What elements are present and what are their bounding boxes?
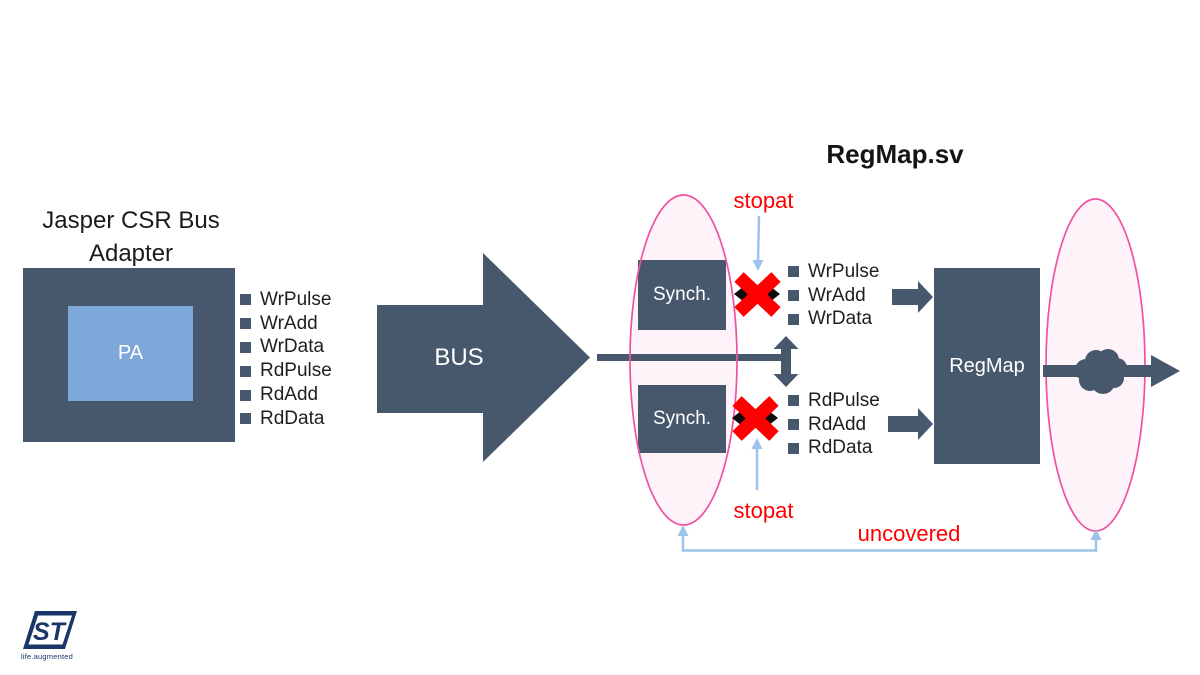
synchronizer-bottom-block: Synch.: [638, 385, 726, 453]
bullet-square-icon: [788, 442, 799, 454]
signal-label: WrAdd: [808, 284, 866, 306]
signal-label: WrPulse: [260, 288, 332, 310]
bullet-square-icon: [788, 290, 799, 302]
signal-label: WrData: [808, 308, 873, 330]
cloud-icon: [1075, 349, 1127, 394]
signal-row: WrAdd: [240, 312, 332, 336]
signal-row: RdAdd: [240, 383, 332, 407]
arrowhead-down-icon: [752, 260, 764, 271]
sync-region-ellipse-fill: [630, 195, 737, 525]
red-x-icon: [732, 396, 779, 441]
stopat-cut-marker-bottom: [732, 396, 779, 441]
bullet-square-icon: [788, 395, 799, 407]
signal-label: RdData: [808, 437, 873, 459]
st-logo: ST: [22, 610, 78, 655]
signal-row: RdData: [240, 407, 332, 431]
signal-row: RdPulse: [788, 389, 880, 413]
signal-label: RdData: [260, 407, 325, 429]
regmap-block: RegMap: [934, 268, 1040, 464]
stopat-annotation-bottom: stopat: [733, 498, 794, 523]
write-signals-arrow: [892, 281, 933, 313]
adapter-title-line2: Adapter: [88, 240, 174, 267]
pa-block-label: PA: [117, 342, 144, 364]
cut-connection-arrow-icon: [732, 407, 778, 429]
bullet-square-icon: [240, 294, 251, 306]
bullet-square-icon: [240, 318, 251, 330]
output-arrow-head: [1151, 355, 1180, 387]
signal-label: RdPulse: [260, 360, 332, 382]
output-arrow-shaft: [1043, 365, 1153, 377]
bullet-square-icon: [788, 419, 799, 431]
st-logo-icon: ST: [23, 611, 77, 649]
signal-label: RdAdd: [808, 413, 867, 435]
bullet-square-icon: [240, 389, 251, 401]
arrowhead-up-icon: [677, 525, 689, 536]
stopat-pointer-bottom: [751, 438, 763, 490]
signal-label: RdAdd: [260, 384, 319, 406]
uncovered-region-ellipse-outline: [1045, 198, 1146, 532]
st-logo-letters: ST: [33, 618, 68, 646]
page-title: RegMap.sv: [826, 139, 964, 169]
st-logo-tagline: life.augmented: [20, 652, 73, 661]
uncovered-region-ellipse-fill: [1046, 199, 1145, 531]
adapter-signal-list: WrPulse WrAdd WrData RdPulse RdAdd RdDat…: [240, 288, 332, 431]
stopat-annotation-top: stopat: [733, 188, 794, 213]
bus-line: [597, 354, 789, 361]
signal-label: WrData: [260, 336, 325, 358]
write-signal-list: WrPulse WrAdd WrData: [788, 260, 879, 331]
signal-row: RdPulse: [240, 359, 332, 383]
uncovered-annotation: uncovered: [857, 521, 961, 546]
red-x-icon: [734, 272, 781, 317]
stopat-pointer-top: [752, 215, 764, 271]
regmap-block-label: RegMap: [949, 354, 1025, 377]
regmap-output-arrow: [1043, 355, 1180, 387]
adapter-title: Jasper CSR Bus Adapter: [18, 204, 244, 270]
bullet-square-icon: [240, 413, 251, 425]
read-signal-list: RdPulse RdAdd RdData: [788, 389, 880, 460]
red-x-icon: [734, 272, 781, 317]
signal-row: RdData: [788, 437, 880, 461]
cut-connection-arrow-icon: [734, 283, 780, 305]
red-x-icon: [732, 396, 779, 441]
synchronizer-top-label: Synch.: [652, 284, 712, 305]
signal-row: RdAdd: [788, 413, 880, 437]
signal-label: WrPulse: [808, 260, 880, 282]
signal-row: WrData: [788, 308, 879, 332]
pa-block: PA: [68, 306, 193, 401]
bus-arrow-label: BUS: [434, 344, 484, 371]
arrowhead-up-icon: [751, 438, 763, 449]
signal-row: WrPulse: [240, 288, 332, 312]
signal-label: RdPulse: [808, 389, 880, 411]
read-signals-arrow: [888, 408, 933, 440]
arrowhead-up-icon: [1090, 529, 1102, 540]
signal-row: WrData: [240, 336, 332, 360]
adapter-title-line1: Jasper CSR Bus: [42, 207, 220, 234]
bus-branch-double-arrow: [773, 336, 799, 387]
bullet-square-icon: [788, 313, 799, 325]
signal-row: WrAdd: [788, 284, 879, 308]
synchronizer-top-block: Synch.: [638, 260, 726, 330]
synchronizer-bottom-label: Synch.: [652, 408, 712, 429]
stopat-cut-marker-top: [734, 272, 781, 317]
signal-label: WrAdd: [260, 312, 318, 334]
bullet-square-icon: [240, 365, 251, 377]
signal-row: WrPulse: [788, 260, 879, 284]
bullet-square-icon: [240, 341, 251, 353]
bullet-square-icon: [788, 266, 799, 278]
sync-region-ellipse-outline: [629, 194, 738, 526]
